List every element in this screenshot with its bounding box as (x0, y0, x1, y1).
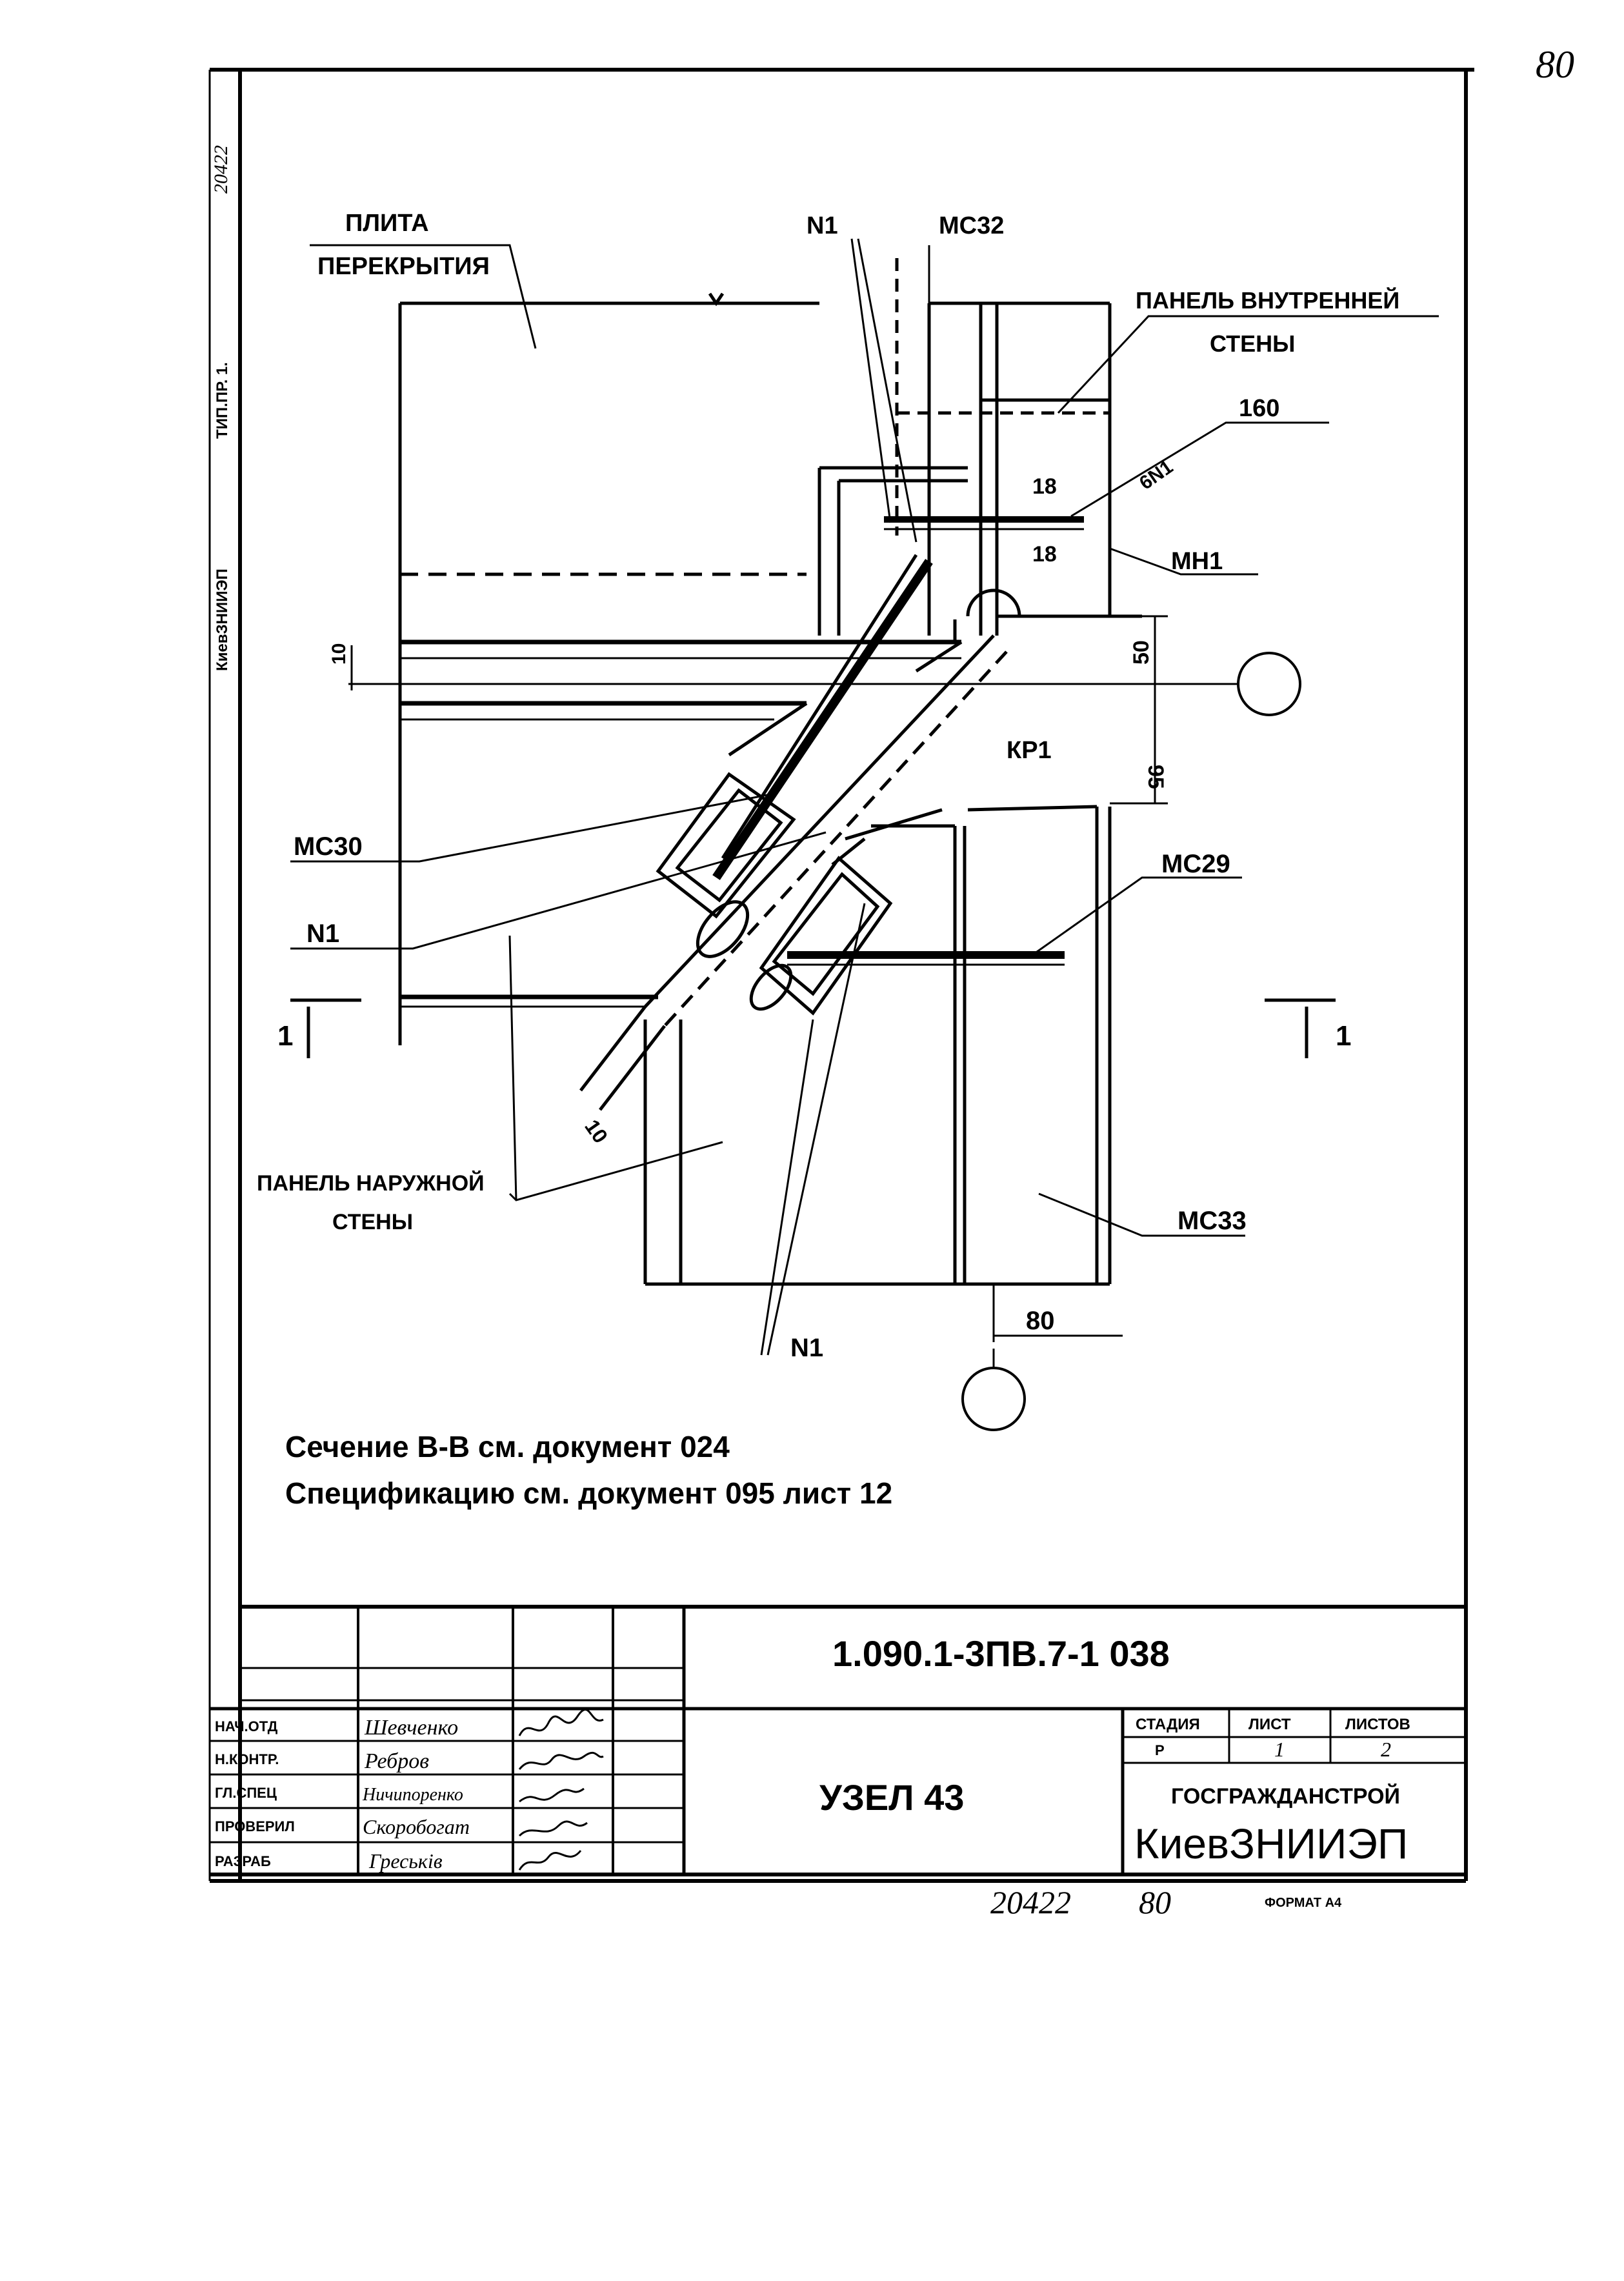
role-cell: Н.КОНТР. (215, 1751, 279, 1767)
sheet-label: ЛИСТ (1248, 1716, 1291, 1733)
section-marks (290, 998, 1336, 1058)
role-cell: ПРОВЕРИЛ (215, 1818, 295, 1834)
label-panel-naruzh-2: СТЕНЫ (332, 1210, 413, 1234)
side-stamp-top: 20422 (210, 145, 232, 194)
org-line-1: ГОСГРАЖДАНСТРОЙ (1171, 1784, 1400, 1809)
label-panel-vnutr-1: ПАНЕЛЬ ВНУТРЕННЕЙ (1136, 286, 1399, 314)
note-specification: Спецификацию см. документ 095 лист 12 (285, 1476, 892, 1510)
label-dim-18-bot: 18 (1032, 542, 1057, 567)
leader-lines (290, 238, 1439, 1356)
dimension-lines (350, 615, 1239, 1368)
label-dim-80: 80 (1026, 1307, 1055, 1335)
label-dim-18-top: 18 (1032, 474, 1057, 499)
note-section: Сечение В-В см. документ 024 (285, 1430, 730, 1463)
name-cell: Скоробогат (363, 1815, 470, 1838)
name-cell: Шевченко (364, 1716, 458, 1740)
sheets-label: ЛИСТОВ (1345, 1716, 1410, 1733)
label-panel-naruzh-1: ПАНЕЛЬ НАРУЖНОЙ (257, 1171, 485, 1196)
drawing-title: УЗЕЛ 43 (819, 1777, 964, 1818)
side-stamp-mid: ТИП.ПР. 1. (214, 362, 231, 439)
label-dim-50: 50 (1129, 640, 1154, 665)
label-angle-160: 160 (1239, 395, 1279, 422)
label-panel-vnutr-2: СТЕНЫ (1210, 330, 1295, 357)
stage-label: СТАДИЯ (1136, 1716, 1200, 1733)
inner-wall-panel (817, 258, 1142, 642)
axis-bubble-right (1237, 652, 1301, 716)
name-cell: Ничипоренко (362, 1785, 463, 1805)
label-mc32: МС32 (939, 212, 1004, 239)
diagram-labels: ПЛИТА ПЕРЕКРЫТИЯ N1 МС32 ПАНЕЛЬ ВНУТРЕНН… (257, 210, 1399, 1362)
org-line-2: КиевЗНИИЭП (1134, 1820, 1408, 1867)
inventory-number: 20422 (990, 1884, 1071, 1920)
axis-bubble-bottom (961, 1367, 1026, 1431)
label-mc29: МС29 (1161, 850, 1230, 878)
side-stamp-org: КиевЗНИИЭП (214, 568, 231, 671)
doc-code: 1.090.1-3ПВ.7-1 038 (832, 1633, 1170, 1674)
label-mc30: МС30 (294, 832, 363, 861)
label-n1-bottom: N1 (790, 1334, 823, 1362)
role-cell: НАЧ.ОТД (215, 1718, 278, 1734)
format-label: ФОРМАТ А4 (1265, 1896, 1342, 1910)
label-n1-left: N1 (306, 919, 339, 948)
sheet-value: 1 (1274, 1738, 1285, 1761)
role-cell: РАЗРАБ (215, 1853, 271, 1869)
signatures (518, 1709, 604, 1871)
label-section-right: 1 (1336, 1020, 1351, 1052)
name-cell: Греськів (368, 1849, 443, 1873)
sheet-frame (208, 68, 1474, 1883)
label-n1-top: N1 (807, 212, 838, 239)
sheets-value: 2 (1381, 1738, 1391, 1761)
floor-slab (348, 292, 1161, 1045)
roles-column: НАЧ.ОТД Н.КОНТР. ГЛ.СПЕЦ ПРОВЕРИЛ РАЗРАБ (215, 1718, 295, 1869)
page-number: 80 (1139, 1884, 1171, 1920)
stage-block: СТАДИЯ ЛИСТ ЛИСТОВ Р 1 2 ГОСГРАЖДАНСТРОЙ… (1134, 1716, 1410, 1867)
title-block-grid (210, 1605, 1466, 1876)
stage-value: Р (1155, 1742, 1165, 1758)
role-cell: ГЛ.СПЕЦ (215, 1785, 277, 1801)
name-cell: Ребров (364, 1749, 429, 1773)
label-section-left: 1 (277, 1020, 293, 1052)
label-dim-10: 10 (328, 643, 350, 665)
label-dim-d10: 10 (580, 1115, 612, 1147)
names-column: Шевченко Ребров Ничипоренко Скоробогат Г… (362, 1716, 470, 1873)
label-weld-6n1: 6N1 (1136, 456, 1177, 494)
steel-connection (579, 554, 1065, 1111)
corner-mark: 80 (1536, 43, 1574, 86)
label-plita: ПЛИТА (345, 210, 429, 237)
label-perekrytiya: ПЕРЕКРЫТИЯ (317, 253, 490, 280)
label-mc33: МС33 (1178, 1207, 1247, 1235)
label-dim-95: 95 (1143, 765, 1168, 789)
outer-wall-panel (643, 805, 1112, 1286)
label-kp1: КР1 (1007, 737, 1052, 764)
label-mh1: МН1 (1171, 548, 1223, 575)
